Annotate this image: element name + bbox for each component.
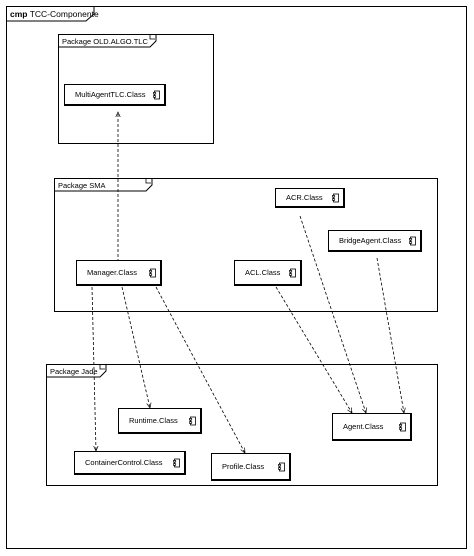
component-icon [153, 90, 160, 99]
component-icon [189, 416, 196, 425]
diagram-frame [6, 6, 467, 549]
frame-keyword: cmp [10, 9, 28, 19]
class-bridgeagent[interactable]: BridgeAgent.Class [328, 230, 422, 252]
package-tab [46, 364, 107, 378]
component-icon [278, 462, 285, 471]
class-agent[interactable]: Agent.Class [332, 413, 412, 441]
class-containercontrol[interactable]: ContainerControl.Class [74, 451, 186, 475]
class-name: Manager.Class [87, 268, 138, 277]
class-name: ACL.Class [245, 268, 281, 277]
component-icon [289, 268, 296, 277]
frame-name-tab [6, 6, 95, 22]
frame-title: cmp TCC-Componente [10, 9, 99, 19]
package-sma[interactable] [54, 178, 438, 312]
class-manager[interactable]: Manager.Class [76, 260, 162, 286]
component-icon [399, 422, 406, 431]
package-tab [58, 34, 157, 48]
class-name: MultiAgentTLC.Class [75, 90, 146, 99]
class-name: ACR.Class [286, 193, 323, 202]
class-acl[interactable]: ACL.Class [234, 260, 302, 286]
package-old-algo-label: Package OLD.ALGO.TLC [62, 37, 148, 46]
package-jade-label: Package Jade [50, 367, 98, 376]
component-icon [332, 193, 339, 202]
class-multiagent[interactable]: MultiAgentTLC.Class [64, 84, 166, 106]
class-profile[interactable]: Profile.Class [211, 453, 291, 481]
frame-name: TCC-Componente [29, 9, 99, 19]
component-icon [409, 236, 416, 245]
component-icon [173, 458, 180, 467]
class-acr[interactable]: ACR.Class [275, 188, 345, 208]
package-old-algo[interactable] [58, 34, 214, 144]
class-name: BridgeAgent.Class [339, 236, 402, 245]
class-name: Profile.Class [222, 462, 265, 471]
class-name: Runtime.Class [129, 416, 178, 425]
package-sma-label: Package SMA [58, 181, 106, 190]
component-icon [149, 268, 156, 277]
class-name: Agent.Class [343, 422, 384, 431]
class-runtime[interactable]: Runtime.Class [118, 408, 202, 434]
package-tab [54, 178, 153, 192]
class-name: ContainerControl.Class [85, 458, 163, 467]
